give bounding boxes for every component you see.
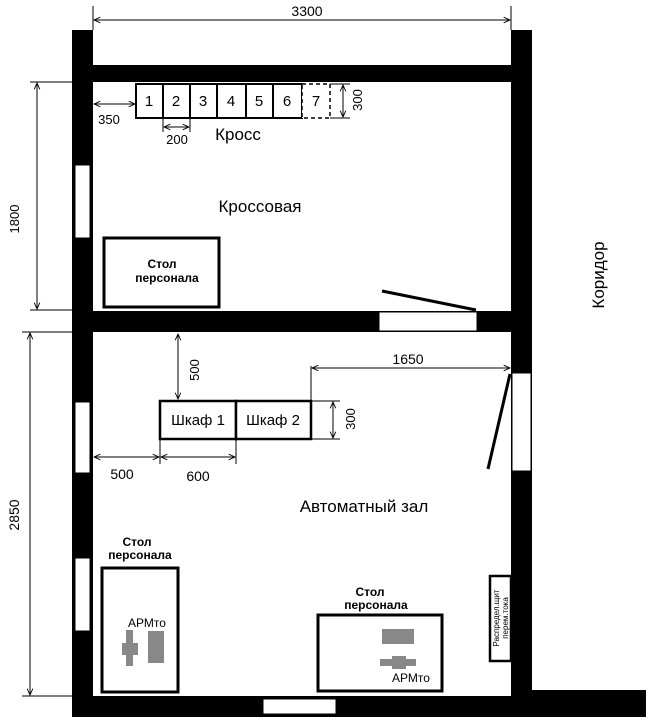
desk-label-line1: Стол — [122, 535, 151, 549]
monitor-icon — [148, 631, 164, 663]
dim-cabinet-width-label: 600 — [186, 468, 210, 484]
cross-room-desk: Стол персонала — [102, 236, 221, 309]
window-bottom — [262, 698, 337, 715]
cross-unit-label: 1 — [145, 93, 153, 110]
dim-cabinet-top-offset-label: 500 — [187, 359, 202, 381]
window-left-3 — [74, 557, 91, 632]
cabinet-label: Шкаф 1 — [171, 412, 225, 429]
wall-top — [72, 65, 532, 82]
cross-unit-label: 4 — [227, 93, 235, 110]
cross-unit-label: 6 — [283, 93, 291, 110]
window-left-1 — [74, 164, 91, 239]
desk-label-line1: Стол — [147, 257, 176, 271]
distribution-board: Распредел.щит перем.тока — [488, 574, 513, 663]
dim-cross-depth — [330, 83, 350, 119]
cabinet-1: Шкаф 1 — [158, 399, 238, 441]
dim-hall-height — [22, 331, 72, 697]
desk-label-line2: персонала — [135, 271, 199, 285]
hall-right-desk: АРМто — [316, 613, 444, 693]
desk-label-line2: персонала — [344, 598, 408, 612]
cabinet-2: Шкаф 2 — [234, 399, 313, 441]
workstation-label: АРМто — [128, 616, 166, 630]
mouse-icon — [122, 643, 138, 655]
mouse-icon — [392, 656, 406, 669]
cross-label: Кросс — [215, 125, 261, 144]
dim-cross-depth-label: 300 — [350, 89, 365, 111]
dim-hall-height-label: 2850 — [6, 499, 22, 530]
door-opening-middle — [378, 311, 478, 332]
cross-unit-label: 3 — [199, 93, 207, 110]
dim-cross-offset-label: 350 — [98, 112, 120, 127]
distribution-board-label-line1: Распредел.щит — [492, 589, 501, 646]
dim-overall-width — [92, 6, 512, 30]
corridor-wall-bottom — [532, 690, 646, 717]
workstation-label: АРМто — [392, 671, 430, 685]
dim-cabinet-left-offset-label: 500 — [110, 466, 134, 482]
dim-cabinet-depth — [311, 400, 340, 440]
hall-left-desk: АРМто — [100, 566, 180, 694]
dim-cross-unit-width-label: 200 — [166, 132, 188, 147]
desk-label-line1: Стол — [355, 585, 384, 599]
monitor-icon — [382, 629, 414, 644]
window-left-2 — [74, 401, 91, 474]
dim-overall-width-label: 3300 — [291, 3, 322, 19]
dim-cross-room-height-label: 1800 — [7, 205, 22, 234]
cabinet-label: Шкаф 2 — [246, 412, 300, 429]
door-leaf-hall — [486, 373, 512, 470]
cross-units — [135, 83, 331, 119]
dim-cabinet-to-door — [310, 366, 510, 401]
cross-unit-label: 5 — [255, 93, 263, 110]
dim-cross-room-height — [30, 81, 72, 311]
dim-cabinet-bottom — [94, 439, 237, 464]
room-name-corridor: Коридор — [589, 241, 608, 308]
cross-unit-label: 2 — [172, 93, 180, 110]
windows — [74, 164, 532, 715]
door-leaf-cross-room — [381, 289, 477, 312]
distribution-board-label-line2: перем.тока — [501, 597, 510, 639]
cross-unit — [272, 83, 303, 119]
desk-label-line2: персонала — [108, 548, 172, 562]
dim-cross-unit-width — [162, 118, 191, 132]
room-name-hall: Автоматный зал — [300, 497, 429, 516]
dim-cabinet-depth-label: 300 — [343, 408, 358, 430]
room-name-cross-room: Кроссовая — [219, 197, 302, 216]
cross-unit — [189, 83, 218, 119]
cross-unit-dashed — [301, 83, 331, 119]
door-opening-right — [511, 372, 532, 472]
cross-unit-label: 7 — [312, 93, 320, 110]
dim-cabinet-to-door-label: 1650 — [392, 351, 423, 367]
